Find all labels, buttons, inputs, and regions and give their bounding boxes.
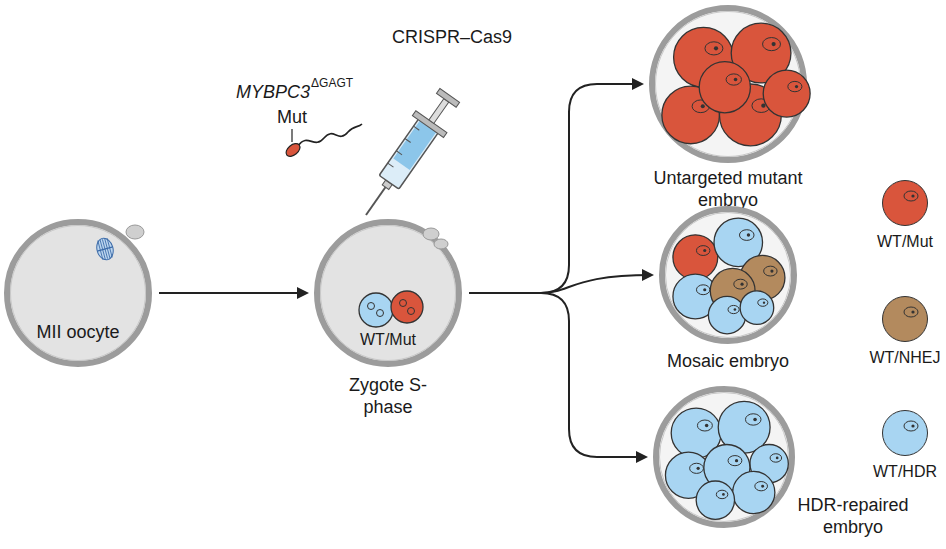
nucleolus xyxy=(734,78,738,82)
blastomere xyxy=(673,235,718,280)
swatch-nucleus xyxy=(882,410,928,456)
nucleolus xyxy=(714,46,718,50)
nucleus xyxy=(716,490,728,498)
blastomere xyxy=(699,62,750,113)
nucleus xyxy=(726,74,741,85)
nucleus xyxy=(763,38,781,51)
genotype-label: WT/Mut xyxy=(360,330,416,349)
sperm-head xyxy=(284,141,303,159)
nucleolus xyxy=(776,457,779,460)
node-caption: Untargeted mutant embryo xyxy=(653,168,803,211)
spindle xyxy=(94,236,115,261)
blastomere xyxy=(733,471,775,513)
legend-label: WT/NHEJ xyxy=(869,348,940,367)
leader-line xyxy=(291,129,292,142)
legend-swatch xyxy=(882,410,928,456)
nucleolus xyxy=(795,85,798,88)
embryo-circle: Mosaic embryo xyxy=(658,205,798,345)
node-caption: Zygote S-phase xyxy=(343,375,433,418)
flow-arrow xyxy=(469,84,642,293)
nucleus xyxy=(697,420,712,431)
nucleolus xyxy=(735,459,738,462)
nucleus xyxy=(728,305,739,313)
swatch-nucleus xyxy=(882,296,928,342)
node-caption: Mosaic embryo xyxy=(667,351,789,373)
nucleus xyxy=(696,246,709,256)
flow-arrow xyxy=(469,275,652,293)
legend-swatch xyxy=(882,296,928,342)
nucleolus xyxy=(701,104,705,108)
node-caption: MII oocyte xyxy=(36,322,119,344)
node-caption: HDR-repaired embryo xyxy=(792,495,914,538)
nucleolus xyxy=(741,283,744,286)
legend-swatch xyxy=(882,180,928,226)
blastomere xyxy=(740,291,774,325)
flow-arrow xyxy=(159,292,307,294)
cell-circle: WT/MutZygote S-phase xyxy=(313,218,463,368)
nucleus xyxy=(690,463,704,473)
nucleolus xyxy=(705,424,708,427)
embryo-circle: HDR-repaired embryo xyxy=(652,385,796,529)
nucleus xyxy=(755,482,768,491)
nucleolus xyxy=(772,42,776,46)
blastomere xyxy=(708,296,745,333)
nucleolus xyxy=(770,270,773,273)
nucleolus xyxy=(761,103,765,107)
nucleus xyxy=(739,230,754,241)
nucleolus xyxy=(763,301,765,303)
swatch-nucleus xyxy=(882,180,928,226)
nucleolus xyxy=(697,467,700,470)
nucleus xyxy=(764,266,777,276)
nucleolus xyxy=(761,485,764,488)
zona-outline xyxy=(648,4,808,164)
gene-label: MYBPC3 xyxy=(236,82,310,104)
nucleus xyxy=(734,279,747,289)
sperm-tail xyxy=(298,124,362,146)
nucleolus xyxy=(703,249,706,252)
cell-circle: MII oocyte xyxy=(3,218,153,368)
zona-outline xyxy=(658,205,798,345)
nucleolus xyxy=(753,418,757,422)
embryo-circle: Untargeted mutant embryo xyxy=(648,4,808,164)
nucleolus xyxy=(722,493,725,496)
zona-outline xyxy=(652,385,796,529)
blastomere xyxy=(696,481,734,519)
zona-outline xyxy=(3,218,153,368)
syringe xyxy=(350,85,465,226)
nucleus xyxy=(696,285,709,295)
nucleolus xyxy=(703,288,706,291)
nucleus xyxy=(770,454,782,462)
legend-label: WT/HDR xyxy=(873,462,937,481)
nucleolus xyxy=(747,233,750,236)
blastomere xyxy=(763,70,810,117)
nucleus xyxy=(758,299,768,306)
nucleus xyxy=(788,81,802,91)
flow-arrow xyxy=(469,293,646,457)
legend-label: WT/Mut xyxy=(877,232,933,251)
nucleolus xyxy=(734,308,737,311)
reagent-label: CRISPR–Cas9 xyxy=(392,27,512,49)
nucleus xyxy=(705,42,723,55)
allele-superscript: ΔGAGT xyxy=(311,76,353,90)
mutation-label: Mut xyxy=(277,107,307,129)
nucleus xyxy=(745,414,761,425)
nucleus xyxy=(728,456,742,466)
